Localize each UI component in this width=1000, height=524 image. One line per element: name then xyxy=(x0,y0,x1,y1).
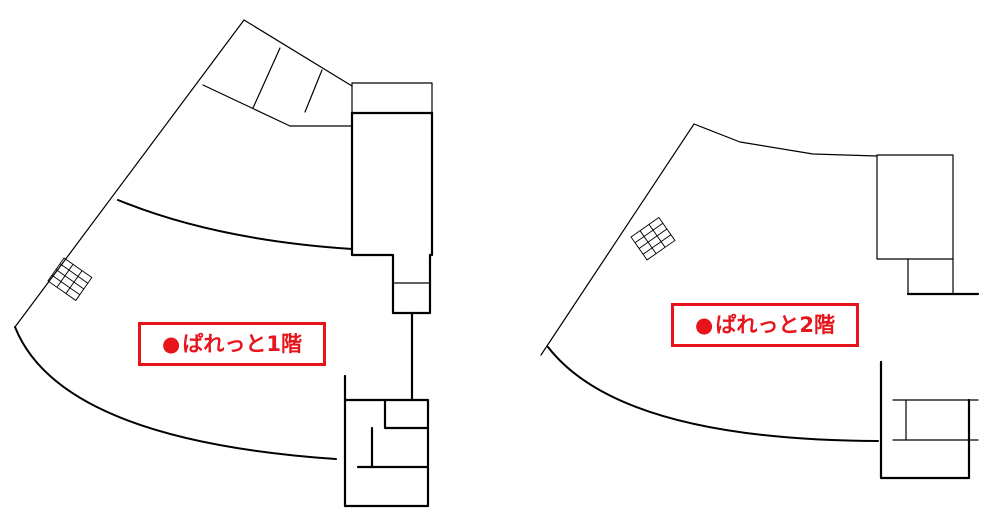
floor-1-annex-top-wall xyxy=(243,19,353,87)
floor-2-lower-block xyxy=(879,360,971,480)
floor-1-label: ●ぱれっと1階 xyxy=(138,322,326,366)
floor-2-outer-curved-wall xyxy=(547,346,879,442)
floor-2-upper-annex xyxy=(907,258,954,295)
floor-1-annex-divider xyxy=(304,69,323,113)
floor-1-inner-curved-wall xyxy=(117,199,353,250)
floor-2-label: ●ぱれっと2階 xyxy=(671,303,859,347)
floor-1-lower-block xyxy=(343,374,430,508)
floor-1-lower-inner-room xyxy=(383,398,430,430)
floor-2-outer-wall xyxy=(540,123,695,356)
floor-2-stairs xyxy=(630,216,676,261)
floor-1-outer-curved-wall xyxy=(14,326,337,460)
floor-2-top-wall xyxy=(693,123,878,157)
floor-1-roof-block xyxy=(351,82,433,114)
floor-1-annex-inner-wall xyxy=(202,84,291,127)
floor-1-lower-inner-wall xyxy=(356,426,374,469)
floor-2-label-text: ぱれっと2階 xyxy=(715,312,835,337)
floor-2-marker-icon: ● xyxy=(695,312,714,337)
floor-1-outer-wall xyxy=(14,19,245,328)
floor-1-stairs xyxy=(47,257,93,302)
floor-1-annex-divider xyxy=(252,47,281,109)
floor-1-connector-box xyxy=(392,282,431,314)
floor-1-marker-icon: ● xyxy=(162,331,181,356)
floor-2-upper-block xyxy=(876,154,954,260)
floor-2-plan xyxy=(540,123,980,480)
floor-1-label-text: ぱれっと1階 xyxy=(182,331,302,356)
floor-1-plan xyxy=(14,19,434,508)
